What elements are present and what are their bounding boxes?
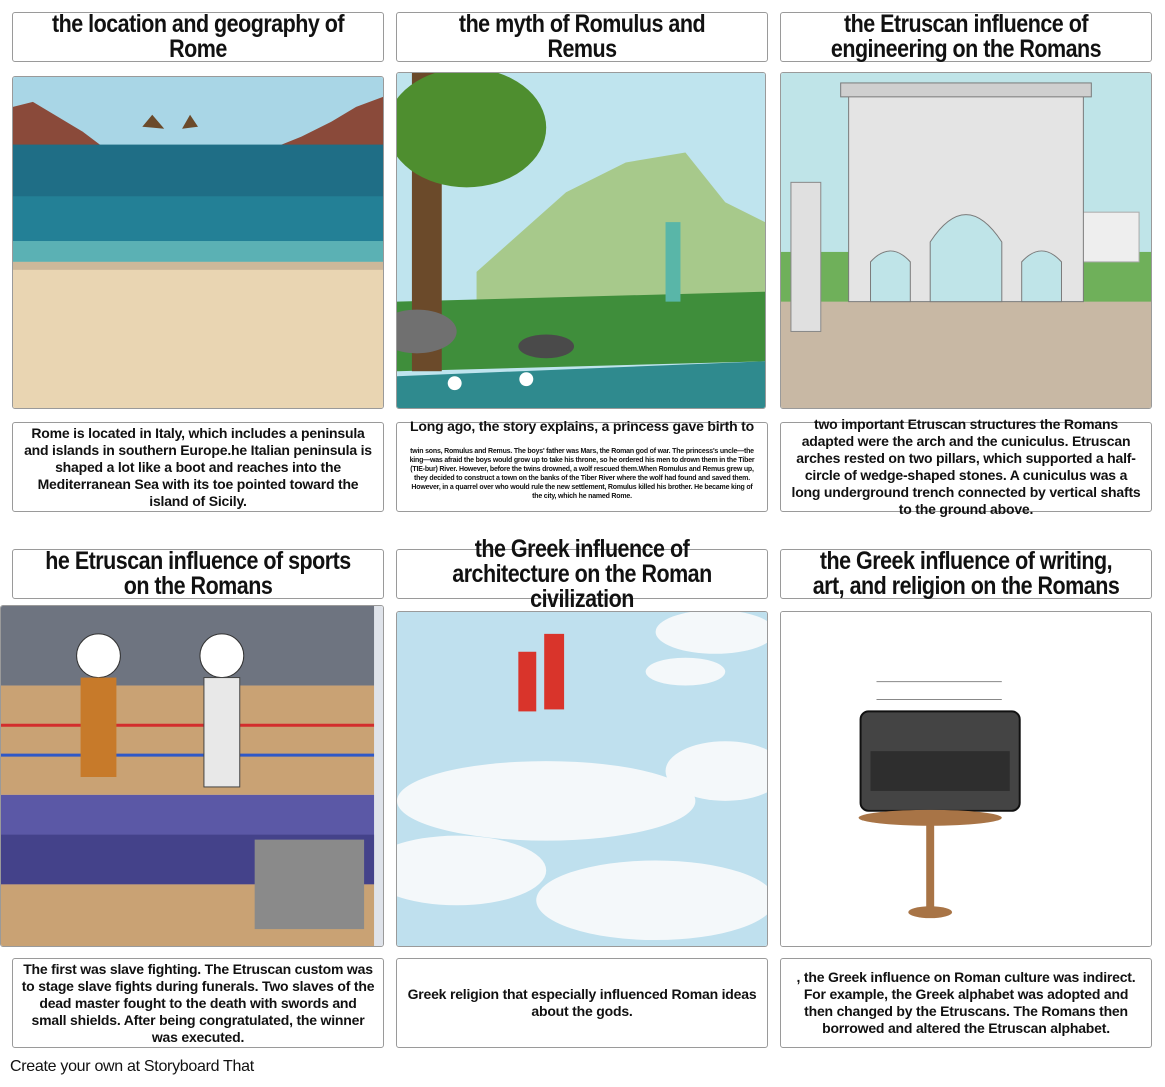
panel-2-title: the myth of Romulus and Remus — [396, 12, 768, 62]
panel-1-title: the location and geography of Rome — [12, 12, 384, 62]
panel-4-title: he Etruscan influence of sports on the R… — [12, 549, 384, 599]
panel-2-caption: Long ago, the story explains, a princess… — [396, 418, 768, 512]
panel-4-scene-arena — [0, 605, 384, 947]
panel-4-caption: The first was slave fighting. The Etrusc… — [12, 958, 384, 1048]
panel-3-scene-roman-arch — [780, 72, 1152, 409]
panel-6-scene-typewriter — [780, 611, 1152, 947]
panel-3-title: the Etruscan influence of engineering on… — [780, 12, 1152, 62]
panel-6-caption: , the Greek influence on Roman culture w… — [780, 958, 1152, 1048]
panel-5-scene-clouds — [396, 611, 768, 947]
panel-5-caption: Greek religion that especially influence… — [396, 958, 768, 1048]
panel-1-caption: Rome is located in Italy, which includes… — [12, 422, 384, 512]
panel-2-scene-tiber-river — [396, 72, 766, 409]
panel-2-caption-lead: Long ago, the story explains, a princess… — [410, 418, 754, 434]
panel-5-title: the Greek influence of architecture on t… — [396, 536, 768, 611]
panel-2-caption-body: twin sons, Romulus and Remus. The boys' … — [409, 448, 755, 500]
storyboard-footer-link[interactable]: Create your own at Storyboard That — [10, 1058, 254, 1075]
panel-1-scene-beach — [12, 76, 384, 409]
panel-3-caption: two important Etruscan structures the Ro… — [780, 416, 1152, 517]
panel-6-title: the Greek influence of writing, art, and… — [780, 549, 1152, 599]
